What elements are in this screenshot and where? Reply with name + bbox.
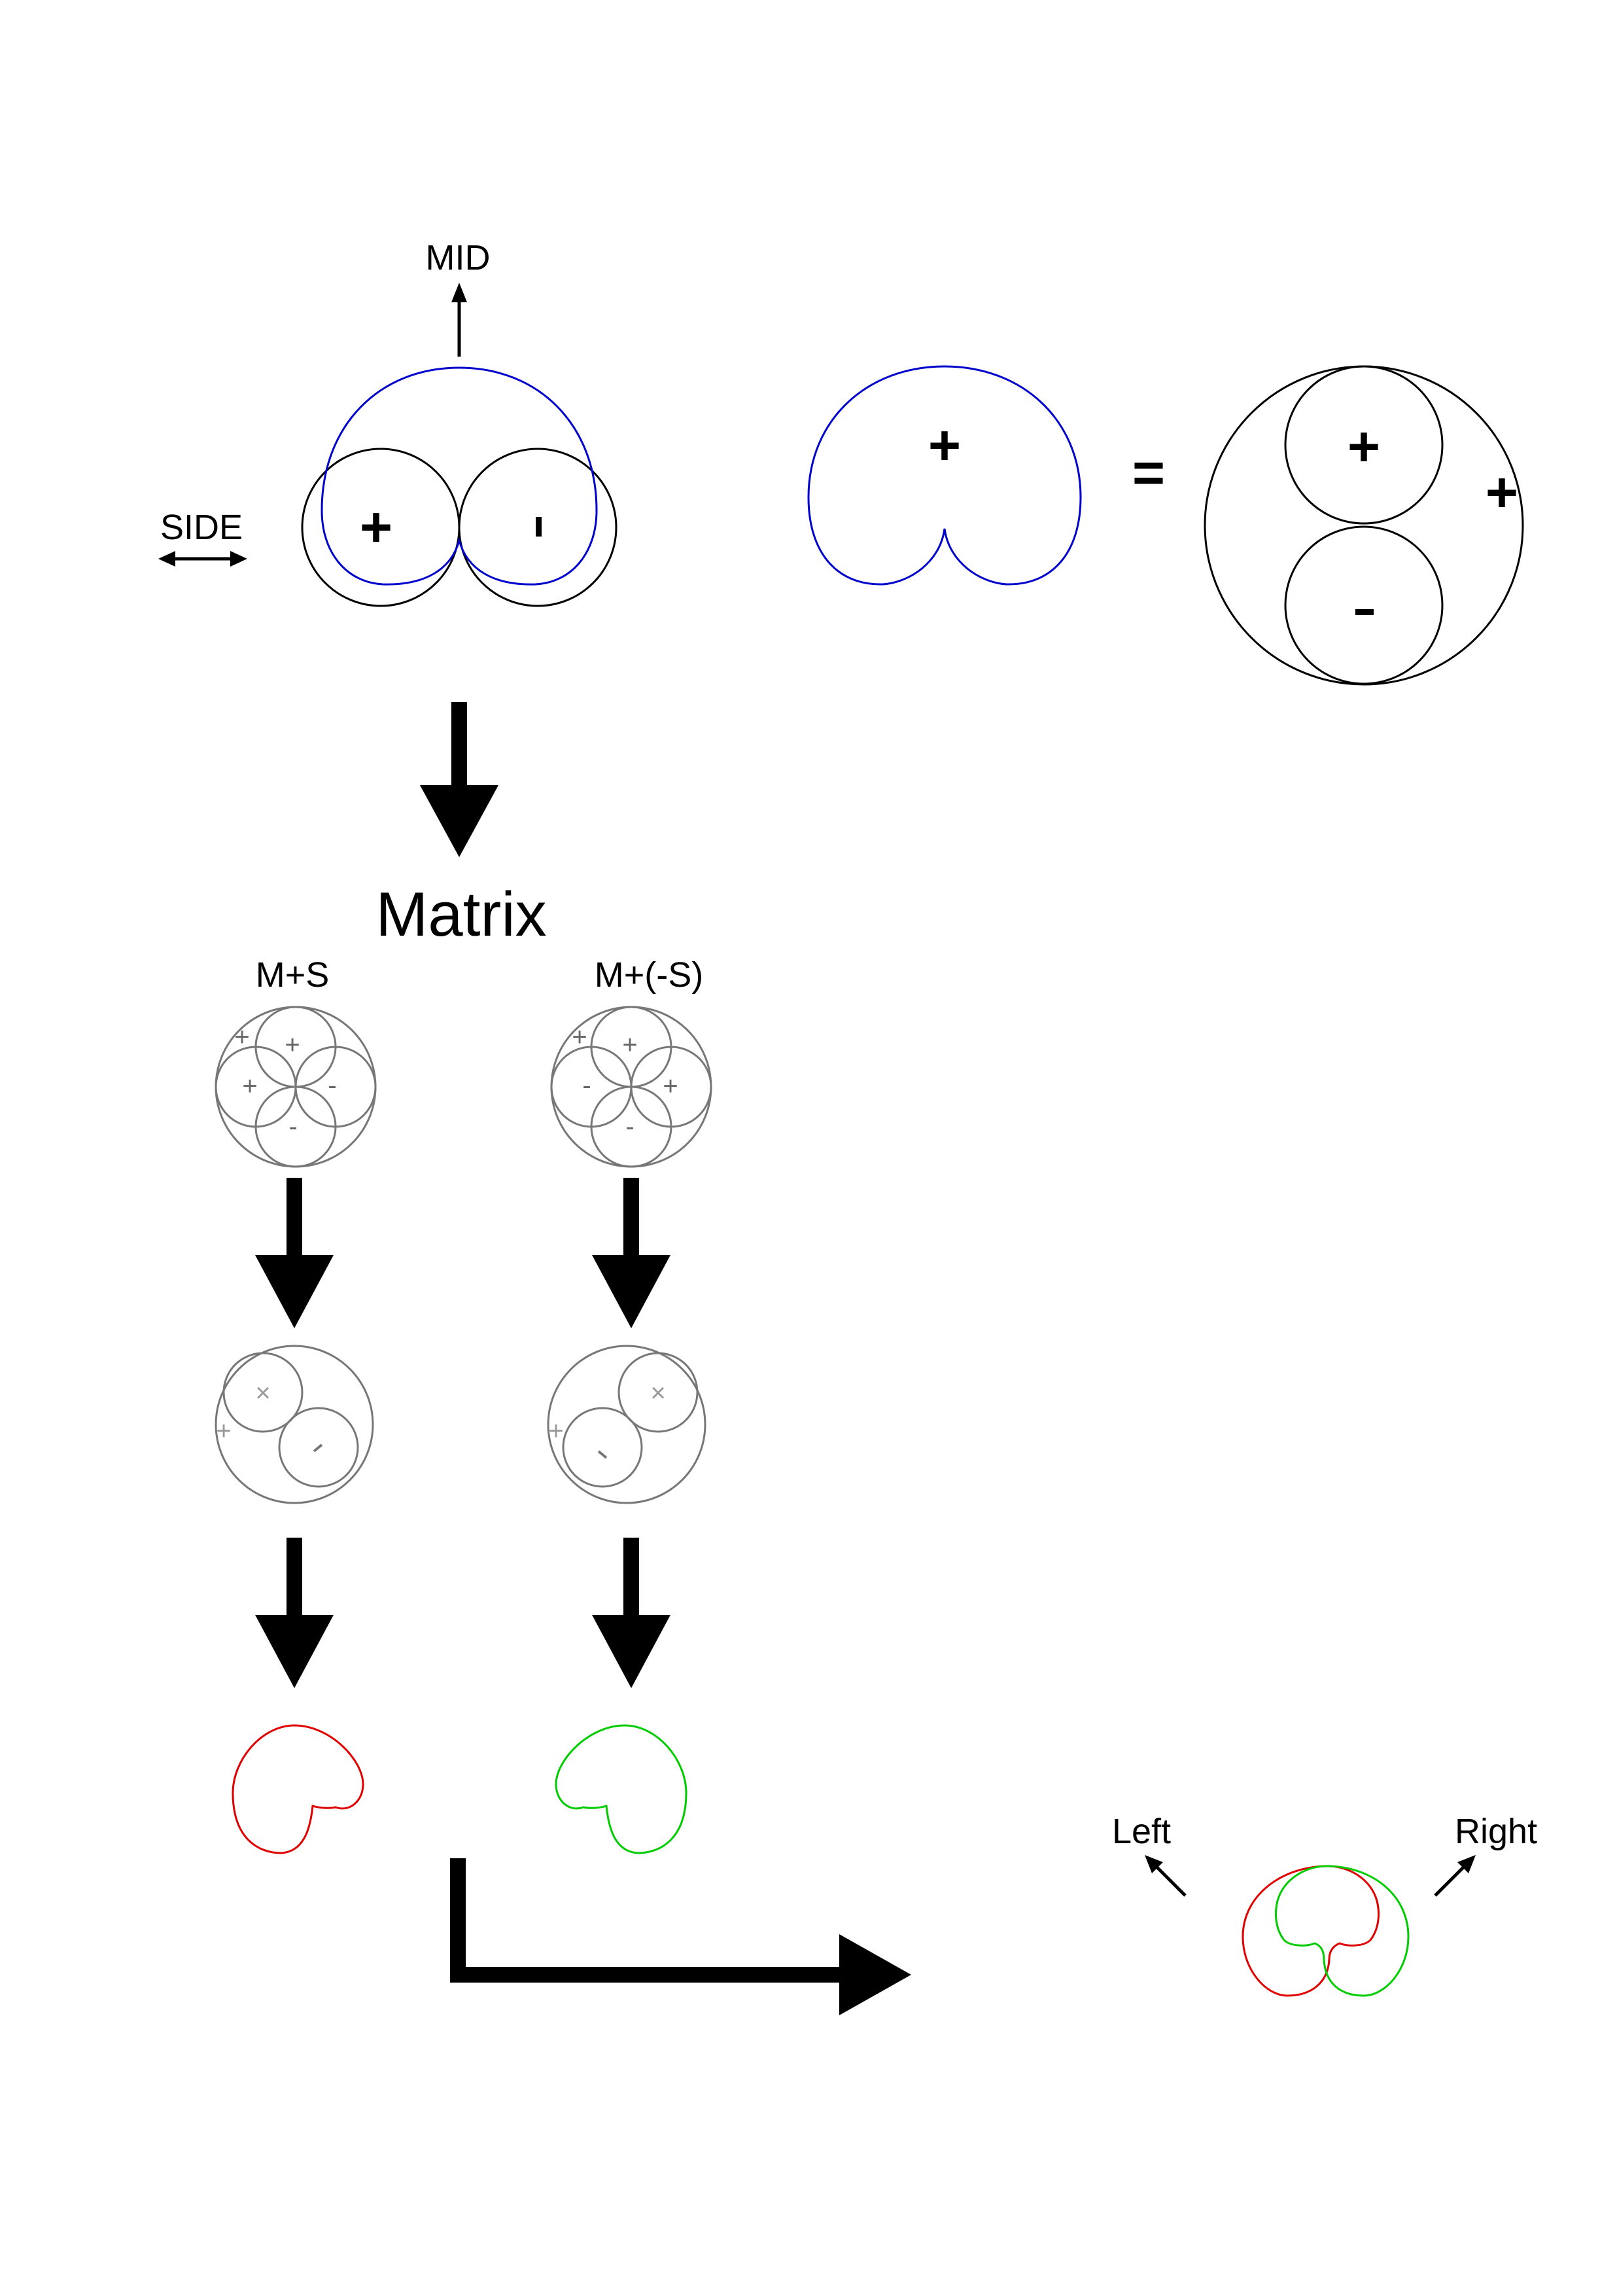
m-plus-s-rotated [215, 1345, 374, 1504]
omni-plus-figure8: + + [1204, 365, 1524, 686]
right-label: Right [1455, 1812, 1537, 1851]
cardioid-plus-sign: + [928, 414, 961, 477]
rotated-x-sign: × [255, 1379, 270, 1407]
m-plus-s-sum [215, 1006, 377, 1168]
arrow-up-icon [451, 283, 467, 357]
rotated-plus-sign: + [548, 1417, 563, 1445]
fig8-minus-sign [536, 517, 542, 537]
eq-top-plus-sign: + [1348, 415, 1380, 478]
cardioid-pattern [807, 365, 1082, 586]
sum-plus-sign: + [663, 1072, 678, 1101]
arrow-down-icon [420, 702, 498, 857]
elbow-arrow-right-icon [450, 1858, 911, 2015]
sum-plus-sign: + [572, 1023, 587, 1051]
arrow-up-left-icon [1145, 1855, 1187, 1897]
mid-label: MID [426, 238, 491, 277]
eq-bottom-lobe [1284, 525, 1444, 685]
rotated-plus-sign: + [216, 1417, 231, 1445]
omni-plus-sign: + [1486, 461, 1518, 524]
m-minus-s-column: + + - + - × + [547, 1006, 712, 1854]
m-minus-s-sum [550, 1006, 712, 1168]
double-arrow-horizontal-icon [158, 551, 247, 567]
arrow-down-icon [592, 1538, 670, 1688]
left-output-cardioid [232, 1724, 364, 1854]
m-minus-s-rotated [547, 1345, 706, 1504]
matrix-label: Matrix [375, 879, 546, 949]
right-output-cardioid [555, 1724, 687, 1854]
arrow-down-icon [255, 1178, 334, 1328]
sum-plus-sign: + [285, 1031, 300, 1059]
sum-plus-sign: + [622, 1031, 637, 1059]
rotated-minus-sign [313, 1443, 323, 1453]
left-label: Left [1112, 1812, 1171, 1851]
sum-minus-sign: - [328, 1071, 336, 1100]
stereo-output-figure: Left Right [1112, 1812, 1537, 1997]
m-plus-s-label: M+S [256, 955, 330, 995]
side-label: SIDE [160, 508, 243, 547]
left-output-pattern [1242, 1865, 1380, 1997]
sum-plus-sign: + [242, 1072, 257, 1101]
rotated-minus-sign [597, 1450, 608, 1459]
rotated-x-sign: × [650, 1379, 665, 1407]
arrow-up-right-icon [1434, 1855, 1476, 1897]
sum-minus-sign: - [582, 1071, 591, 1100]
sum-minus-sign: - [625, 1112, 634, 1141]
arrow-down-icon [255, 1538, 334, 1688]
fig8-plus-sign: + [360, 496, 392, 559]
sum-minus-sign: - [288, 1112, 297, 1141]
m-minus-s-label: M+(-S) [595, 955, 703, 995]
cardioid-figure: + [807, 365, 1082, 586]
mid-side-figure: MID SIDE + [158, 238, 617, 607]
right-output-pattern [1274, 1865, 1410, 1997]
m-plus-s-column: + + + - - × + [215, 1006, 377, 1854]
equals-sign: = [1132, 442, 1165, 504]
mid-side-sum-pattern [321, 366, 598, 586]
sum-plus-sign: + [234, 1023, 249, 1051]
figure8-right-lobe [458, 448, 617, 607]
omni-circle [1204, 365, 1524, 686]
arrow-down-icon [592, 1178, 670, 1328]
eq-top-lobe [1284, 365, 1444, 525]
eq-bottom-minus-sign [1355, 609, 1374, 615]
